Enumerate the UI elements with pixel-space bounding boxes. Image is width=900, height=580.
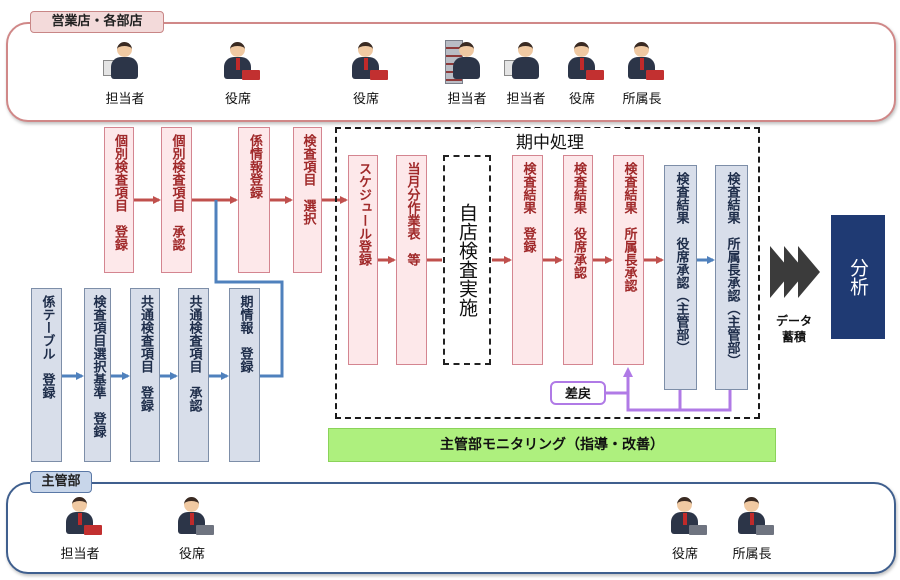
arrow-hq-to-period bbox=[214, 200, 284, 378]
clerk-at-computer-icon bbox=[504, 40, 548, 84]
step-period-info-register: 期情報 登録 bbox=[229, 288, 260, 462]
step-label: 共通検査項目 登録 bbox=[138, 295, 153, 412]
manager-with-laptop-icon bbox=[663, 495, 707, 539]
clerk-with-laptop-icon bbox=[58, 495, 102, 539]
manager-with-laptop-icon bbox=[560, 40, 604, 84]
step-label: 個別検査項目 登録 bbox=[112, 134, 127, 251]
step-schedule-register: スケジュール登録 bbox=[348, 155, 378, 365]
step-label: 共通検査項目 承認 bbox=[186, 295, 202, 412]
step-label: 検査項目選択基準 登録 bbox=[90, 295, 106, 438]
branch-person-role: 役席 bbox=[352, 92, 379, 107]
branch-group-title: 営業店・各部店 bbox=[30, 11, 164, 33]
step-common-item-approve: 共通検査項目 承認 bbox=[178, 288, 209, 462]
hq-person-3: 役席 bbox=[655, 495, 715, 562]
branch-person-5: 担当者 bbox=[496, 40, 556, 107]
step-monthly-worksheet: 当月分作業表 等 bbox=[396, 155, 427, 365]
hq-person-1: 担当者 bbox=[50, 495, 110, 562]
hq-person-role: 役席 bbox=[178, 547, 205, 562]
step-label: 個別検査項目 承認 bbox=[169, 134, 185, 251]
step-label: 係情報登録 bbox=[247, 134, 262, 199]
clerk-at-file-shelf-icon bbox=[445, 40, 489, 84]
step-label: 検査結果 役席承認 bbox=[571, 162, 586, 279]
hq-monitoring-band: 主管部モニタリング（指導・改善） bbox=[328, 428, 776, 462]
hq-person-role: 役席 bbox=[671, 547, 698, 562]
manager-with-laptop-icon bbox=[170, 495, 214, 539]
step-self-inspection: 自店検査実施 bbox=[443, 155, 491, 365]
branch-person-4: 担当者 bbox=[437, 40, 497, 107]
step-check-item-select: 検査項目 選択 bbox=[293, 127, 322, 273]
hq-person-4: 所属長 bbox=[722, 495, 782, 562]
branch-person-role: 役席 bbox=[568, 92, 595, 107]
director-with-laptop-icon bbox=[730, 495, 774, 539]
branch-person-7: 所属長 bbox=[612, 40, 672, 107]
branch-person-role: 役席 bbox=[224, 92, 251, 107]
branch-person-1: 担当者 bbox=[95, 40, 155, 107]
branch-person-3: 役席 bbox=[336, 40, 396, 107]
branch-person-6: 役席 bbox=[552, 40, 612, 107]
branch-person-role: 担当者 bbox=[105, 92, 145, 107]
manager-with-laptop-icon bbox=[344, 40, 388, 84]
step-label: 検査結果 所属長承認（主管部） bbox=[724, 172, 740, 367]
step-result-manager-approve: 検査結果 役席承認 bbox=[563, 155, 593, 365]
branch-person-role: 担当者 bbox=[447, 92, 487, 107]
step-label: 自店検査実施 bbox=[456, 203, 478, 317]
step-selection-criteria-register: 検査項目選択基準 登録 bbox=[84, 288, 111, 462]
step-label: 期情報 登録 bbox=[237, 295, 253, 373]
step-unit-info-register: 係情報登録 bbox=[238, 127, 270, 273]
step-hq-director-approve: 検査結果 所属長承認（主管部） bbox=[715, 165, 748, 390]
analysis-label: 分析 bbox=[847, 258, 869, 296]
step-label: 検査項目 選択 bbox=[300, 134, 316, 225]
step-label: 当月分作業表 等 bbox=[404, 162, 420, 266]
step-common-item-register: 共通検査項目 登録 bbox=[130, 288, 160, 462]
clerk-at-computer-icon bbox=[103, 40, 147, 84]
step-unit-table-register: 係テーブル 登録 bbox=[31, 288, 62, 462]
data-accumulation-label: データ 蓄積 bbox=[766, 313, 822, 345]
hq-person-2: 役席 bbox=[162, 495, 222, 562]
branch-person-role: 所属長 bbox=[622, 92, 662, 107]
director-with-laptop-icon bbox=[620, 40, 664, 84]
step-label: 検査結果 所属長承認 bbox=[621, 162, 637, 292]
accumulation-line-1: データ bbox=[775, 314, 812, 328]
hq-group-title: 主管部 bbox=[30, 471, 92, 493]
chevron-right-icon bbox=[798, 246, 820, 298]
branch-person-role: 担当者 bbox=[506, 92, 546, 107]
step-individual-item-approve: 個別検査項目 承認 bbox=[161, 127, 192, 273]
accumulation-line-2: 蓄積 bbox=[781, 330, 806, 344]
branch-person-2: 役席 bbox=[208, 40, 268, 107]
hq-person-role: 所属長 bbox=[732, 547, 772, 562]
sendback-label: 差戻 bbox=[550, 381, 606, 405]
step-individual-item-register: 個別検査項目 登録 bbox=[104, 127, 134, 273]
step-label: 係テーブル 登録 bbox=[39, 295, 55, 399]
hq-person-role: 担当者 bbox=[60, 547, 100, 562]
step-result-register: 検査結果 登録 bbox=[512, 155, 543, 365]
step-hq-manager-approve: 検査結果 役席承認（主管部） bbox=[664, 165, 697, 390]
analysis-box: 分析 bbox=[831, 215, 885, 339]
step-result-director-approve: 検査結果 所属長承認 bbox=[613, 155, 644, 365]
step-label: スケジュール登録 bbox=[356, 162, 371, 266]
step-label: 検査結果 役席承認（主管部） bbox=[673, 172, 689, 354]
period-processing-title: 期中処理 bbox=[475, 128, 625, 153]
manager-with-laptop-icon bbox=[216, 40, 260, 84]
step-label: 検査結果 登録 bbox=[520, 162, 536, 253]
